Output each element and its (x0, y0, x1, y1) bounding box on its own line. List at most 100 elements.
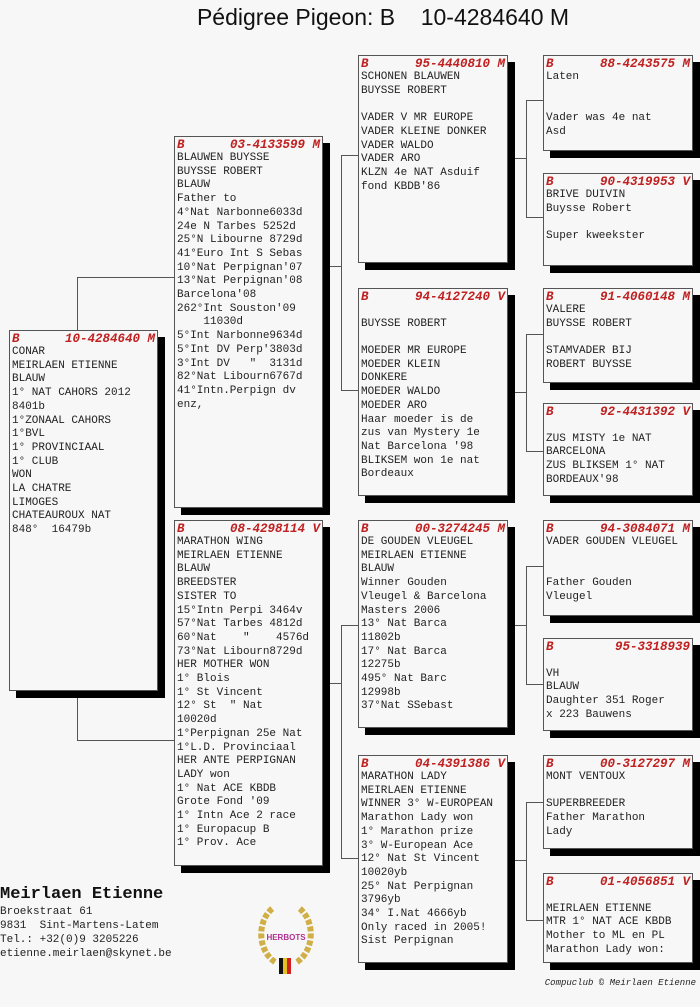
connector (323, 266, 341, 267)
pigeon-info-line: BLAUW (177, 563, 211, 576)
country-code: B (546, 640, 554, 654)
pigeon-info-line: MEIRLAEN ETIENNE (177, 549, 283, 562)
pigeon-info-line: Bordeaux (361, 468, 414, 481)
connector (526, 802, 527, 920)
breeder-address: Broekstraat 61 (0, 906, 93, 918)
pigeon-info-line (546, 216, 690, 230)
pigeon-info-line: DE GOUDEN VLEUGEL (361, 536, 474, 548)
copyright-footer: Compuclub © Meirlaen Etienne (544, 978, 696, 988)
pigeon-ring-header: B 91-4060148 M (546, 290, 690, 304)
ring-number: 90-4319953 V (599, 175, 690, 189)
pigeon-info-line: MEIRLAEN ETIENNE (361, 549, 467, 562)
pigeon-info-line: LA CHATRE (12, 483, 72, 496)
pigeon-info-line: MOEDER MR EUROPE (361, 345, 467, 358)
pigeon-info-line: 13°Nat Perpignan'08 (177, 275, 303, 288)
connector (526, 100, 543, 101)
pigeon-info-line: BLIKSEM won 1e nat (361, 454, 480, 467)
pigeon-info-line: ZUS MISTY 1e NAT (546, 432, 652, 445)
pigeon-info-line: CHATEAUROUX NAT (12, 510, 112, 523)
breeder-name: Meirlaen Etienne (0, 885, 164, 904)
pigeon-info-line: BRIVE DUIVIN (546, 189, 626, 201)
country-code: B (546, 405, 554, 419)
country-code: B (546, 290, 554, 304)
pigeon-info-line: 1° Marathon prize (361, 825, 474, 838)
pigeon-info-line: x 223 Bauwens (546, 708, 632, 721)
pigeon-info-line: VADER GOUDEN VLEUGEL (546, 536, 679, 548)
pigeon-info-line: MEIRLAEN ETIENNE (546, 902, 652, 915)
pigeon-info-line: HER MOTHER WON (177, 659, 270, 672)
pigeon-info-line: 17° Nat Barca (361, 645, 447, 658)
pigeon-info-line: Laten (546, 71, 580, 83)
pigeon-info-line: BREEDSTER (177, 577, 237, 590)
pigeon-info-line: MARATHON WING (177, 536, 263, 548)
pigeon-info-line: Sist Perpignan (361, 935, 454, 948)
page-title: Pédigree Pigeon: B 10-4284640 M (196, 4, 570, 30)
pigeon-info-line: BUYSSE ROBERT (177, 165, 263, 178)
pigeon-info-line: VADER ARO (361, 153, 421, 166)
pigeon-info-line: Marathon Lady won: (546, 943, 665, 956)
ring-number: 03-4133599 M (229, 138, 320, 152)
connector (341, 155, 358, 156)
country-code: B (361, 522, 369, 536)
connector (77, 277, 174, 278)
connector (526, 802, 543, 803)
pigeon-info-line: LADY won (177, 768, 230, 781)
pigeon-info-line (546, 85, 690, 99)
pigeon-info-line: 10°Nat Perpignan'07 (177, 261, 303, 274)
pigeon-info-line: MEIRLAEN ETIENNE (361, 784, 467, 797)
pigeon-info-line: BORDEAUX'98 (546, 473, 619, 486)
ring-number: 91-4060148 M (599, 290, 690, 304)
pigeon-info-line (361, 304, 505, 318)
pigeon-info-line: WON (12, 469, 32, 482)
connector (526, 684, 543, 685)
pigeon-info-line: 5°Int DV Perp'3803d (177, 343, 303, 356)
logo-text: HERBOTS (266, 933, 306, 942)
pigeon-info-line: 57°Nat Tarbes 4812d (177, 618, 303, 631)
pigeon-info-line: 1° NAT CAHORS 2012 (12, 387, 131, 400)
pigeon-info-line: 5°Int Narbonne9634d (177, 330, 303, 343)
pigeon-info-line: KLZN 4e NAT Asduif (361, 166, 480, 179)
pigeon-info-line: 60°Nat " 4576d (177, 631, 310, 644)
pigeon-info-line: 1° St Vincent (177, 686, 263, 699)
connector (526, 334, 527, 451)
pigeon-info-line: 1° CLUB (12, 455, 59, 468)
pigeon-info-line: Nat Barcelona '98 (361, 441, 474, 453)
pigeon-info-line: Grote Fond '09 (177, 796, 270, 809)
pigeon-info-line: 848° 16479b (12, 524, 92, 537)
pigeon-info-line: Vleugel & Barcelona (361, 590, 487, 603)
pigeon-info-line: ZUS BLIKSEM 1° NAT (546, 460, 665, 473)
breeder-info: Meirlaen Etienne Broekstraat 61 9831 Sin… (0, 885, 172, 961)
pigeon-info-line: 15°Intn Perpi 3464v (177, 604, 303, 617)
pigeon-info-line: 3796yb (361, 894, 401, 907)
breeder-email[interactable]: etienne.meirlaen@skynet.be (0, 948, 172, 960)
ring-number: 10-4284640 M (64, 332, 155, 346)
pigeon-info-line: VH (546, 667, 560, 680)
pigeon-info-line: 1°L.D. Provinciaal (177, 741, 296, 754)
pigeon-info-line: Mother to ML en PL (546, 930, 665, 943)
connector (77, 690, 78, 740)
pigeon-info-line: 24e N Tarbes 5252d (177, 220, 296, 233)
pigeon-info-line: 1°Perpignan 25e Nat (177, 727, 303, 740)
pigeon-info-line: ROBERT BUYSSE (546, 358, 632, 371)
pigeon-info-line: Haar moeder is de (361, 413, 474, 426)
pigeon-info-line: 73°Nat Libourn8729d (177, 645, 303, 658)
connector (77, 740, 174, 741)
